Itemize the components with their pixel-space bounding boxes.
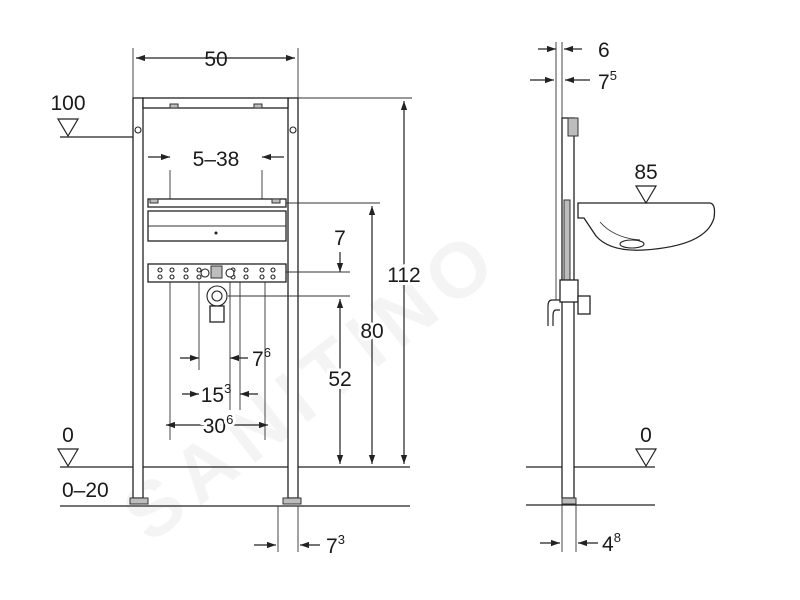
outlet-block xyxy=(210,265,223,279)
level-triangle-basin xyxy=(634,185,658,205)
right-upright xyxy=(287,97,299,499)
side-fitting xyxy=(559,279,579,303)
top-clip xyxy=(169,103,179,109)
side-rail-block xyxy=(563,199,571,281)
right-foot xyxy=(282,497,302,505)
label-depth-a: 6 xyxy=(598,39,610,62)
label-basin-level: 85 xyxy=(634,161,657,184)
drain-pipe xyxy=(209,305,225,323)
rail-clip xyxy=(149,198,159,204)
level-triangle-floor xyxy=(56,448,80,468)
left-foot xyxy=(129,497,149,505)
top-clip xyxy=(253,103,263,109)
top-crossbar xyxy=(142,97,289,109)
label-height-total: 112 xyxy=(387,264,420,287)
upright-hole xyxy=(289,126,297,134)
label-rail-offset: 7 xyxy=(334,227,346,250)
side-drain-pipe xyxy=(547,299,560,326)
label-top-level: 100 xyxy=(50,92,85,115)
side-view: 6 75 85 0 48 xyxy=(526,39,716,556)
drain-inner xyxy=(211,290,223,302)
washbasin xyxy=(577,202,716,251)
label-support-range: 5–38 xyxy=(193,148,240,171)
side-frame xyxy=(561,117,575,499)
label-spacing-wide: 306 xyxy=(203,412,234,438)
level-triangle-side-floor xyxy=(634,448,658,468)
side-top-bracket xyxy=(567,117,579,137)
label-floor-adjust: 0–20 xyxy=(62,479,109,502)
plate-dot xyxy=(214,231,218,235)
level-triangle-top xyxy=(56,118,80,138)
water-outlet-right xyxy=(225,268,235,278)
label-spacing-small: 76 xyxy=(252,345,271,371)
label-depth-b: 75 xyxy=(598,68,617,94)
water-outlet-left xyxy=(200,268,210,278)
side-drain-stub xyxy=(577,295,591,315)
label-foot-depth: 48 xyxy=(602,530,621,556)
basin-drain xyxy=(619,239,645,249)
left-upright xyxy=(132,97,144,499)
basin-inner-line xyxy=(599,221,641,241)
label-height-outlet: 52 xyxy=(328,368,351,391)
label-floor-level: 0 xyxy=(62,424,74,447)
label-width: 50 xyxy=(204,48,227,71)
side-foot xyxy=(561,497,577,505)
label-height-rail: 80 xyxy=(360,320,383,343)
label-spacing-mid: 153 xyxy=(201,381,232,407)
rail-clip xyxy=(271,198,281,204)
label-foot-width: 73 xyxy=(326,532,345,558)
upper-rail xyxy=(147,198,287,208)
upright-hole xyxy=(134,126,142,134)
label-side-floor-level: 0 xyxy=(640,424,652,447)
front-view: 50 100 5–38 112 80 7 52 76 xyxy=(50,48,424,558)
